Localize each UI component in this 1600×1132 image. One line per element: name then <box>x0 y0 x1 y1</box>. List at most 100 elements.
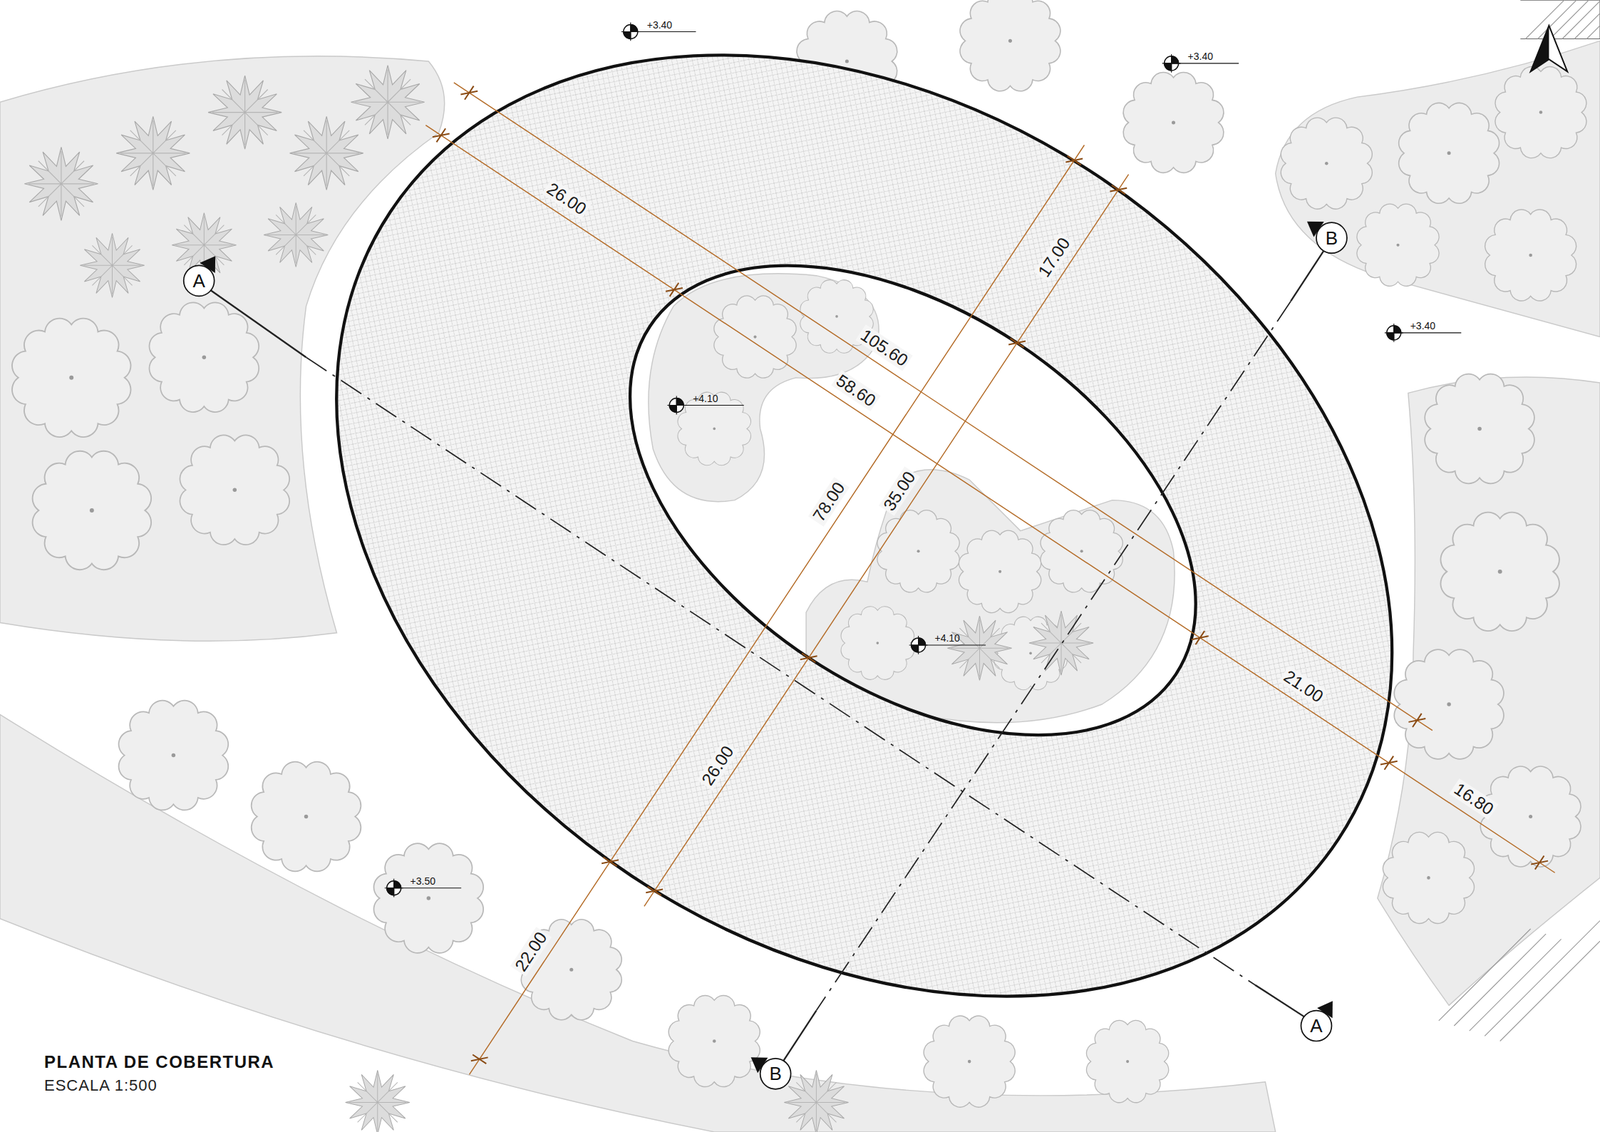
tree <box>1440 512 1559 631</box>
tree <box>840 606 914 680</box>
tree <box>251 761 362 872</box>
section-letter: B <box>768 1064 782 1083</box>
tree <box>149 302 260 412</box>
tree <box>1086 1019 1169 1102</box>
palm-tree <box>947 615 1012 680</box>
palm-tree <box>1029 610 1094 675</box>
tree <box>119 700 229 811</box>
dimension-line <box>425 125 1555 874</box>
north-arrow <box>1530 25 1568 72</box>
tree <box>1280 117 1372 209</box>
level-text: +3.50 <box>410 875 436 886</box>
dimension-line <box>644 174 1129 907</box>
north-arrow-outline <box>1530 25 1568 72</box>
tree <box>960 0 1061 92</box>
section-line-end <box>210 290 307 358</box>
section-line-end <box>1255 984 1305 1017</box>
section-circle <box>183 265 215 296</box>
section-line-end <box>783 1010 817 1061</box>
hatched-edge <box>1520 0 1600 39</box>
palm-tree <box>290 116 364 190</box>
level-line <box>1394 332 1462 333</box>
dimension-tick <box>431 125 1549 874</box>
roof-outer-edge <box>158 0 1571 1132</box>
hatch-lines <box>1525 0 1600 39</box>
tree <box>714 295 797 378</box>
paving-lines <box>1438 920 1600 1042</box>
level-text: +3.40 <box>1410 320 1436 331</box>
dimension-ticks <box>19 0 1600 1132</box>
dimension-text: 16.80 <box>1448 778 1499 820</box>
tree <box>1399 102 1500 204</box>
dimension-tick <box>468 151 1085 1070</box>
dimension-line <box>453 82 1433 731</box>
scale-caption: ESCALA 1:500 <box>44 1077 158 1094</box>
level-line <box>630 31 697 33</box>
section-circle <box>1316 222 1347 254</box>
dimension-text: 22.00 <box>510 926 552 976</box>
dimension-text: 105.60 <box>855 324 913 372</box>
level-text: +4.10 <box>692 393 718 404</box>
tree <box>32 451 152 570</box>
dimension-text: 35.00 <box>878 466 921 516</box>
tree <box>1040 510 1123 593</box>
dimension-tick <box>644 180 1129 901</box>
tree <box>1356 203 1439 286</box>
drawing-title: PLANTA DE COBERTURA <box>44 1053 275 1071</box>
palm-tree <box>79 233 144 298</box>
tree <box>958 530 1041 613</box>
level-line <box>918 644 986 645</box>
level-markers <box>384 22 1462 898</box>
level-line <box>676 404 744 406</box>
tree <box>1495 66 1587 159</box>
level-line <box>1171 62 1239 64</box>
palm-tree <box>345 1069 410 1132</box>
corner-details <box>1438 0 1600 1041</box>
tree <box>668 994 760 1087</box>
dimension-text: 58.60 <box>831 369 881 412</box>
palm-tree <box>263 202 328 267</box>
dimension-text: 78.00 <box>807 476 849 526</box>
section-lines <box>210 250 1324 1060</box>
north-arrow-fill <box>1530 25 1550 72</box>
green-area <box>1275 40 1600 337</box>
level-text: +3.40 <box>1188 51 1214 62</box>
palm-tree <box>24 146 98 221</box>
level-text: +3.40 <box>647 19 673 30</box>
tree <box>12 318 131 437</box>
palm-tree <box>116 116 190 190</box>
level-text: +4.10 <box>934 632 960 643</box>
tree <box>373 843 484 953</box>
section-line <box>816 300 1291 1010</box>
tree <box>1485 209 1577 301</box>
dimension-text: 26.00 <box>697 740 739 790</box>
tree <box>179 434 290 545</box>
dimension-line <box>469 145 1085 1075</box>
tree <box>1480 766 1581 867</box>
dimension-text: 21.00 <box>1278 665 1328 707</box>
tree <box>677 391 751 465</box>
tree <box>923 1015 1015 1107</box>
tree <box>1424 374 1535 484</box>
palm-tree <box>208 75 282 149</box>
dimension-text: 26.00 <box>541 178 591 220</box>
section-circle <box>1300 1010 1332 1042</box>
section-letter: A <box>1309 1016 1323 1035</box>
roof-surface <box>158 0 1571 1132</box>
palm-tree <box>351 65 425 139</box>
level-line <box>394 887 462 889</box>
section-circle <box>760 1058 792 1089</box>
dimension-text: 17.00 <box>1033 232 1075 282</box>
tree <box>1382 831 1474 923</box>
tree <box>1123 71 1224 173</box>
tree <box>1394 649 1504 760</box>
section-letter: A <box>193 271 206 291</box>
tree <box>877 510 960 593</box>
courtyard-island <box>806 469 1175 723</box>
section-line-end <box>1290 250 1324 301</box>
palm-tree <box>783 1069 849 1132</box>
